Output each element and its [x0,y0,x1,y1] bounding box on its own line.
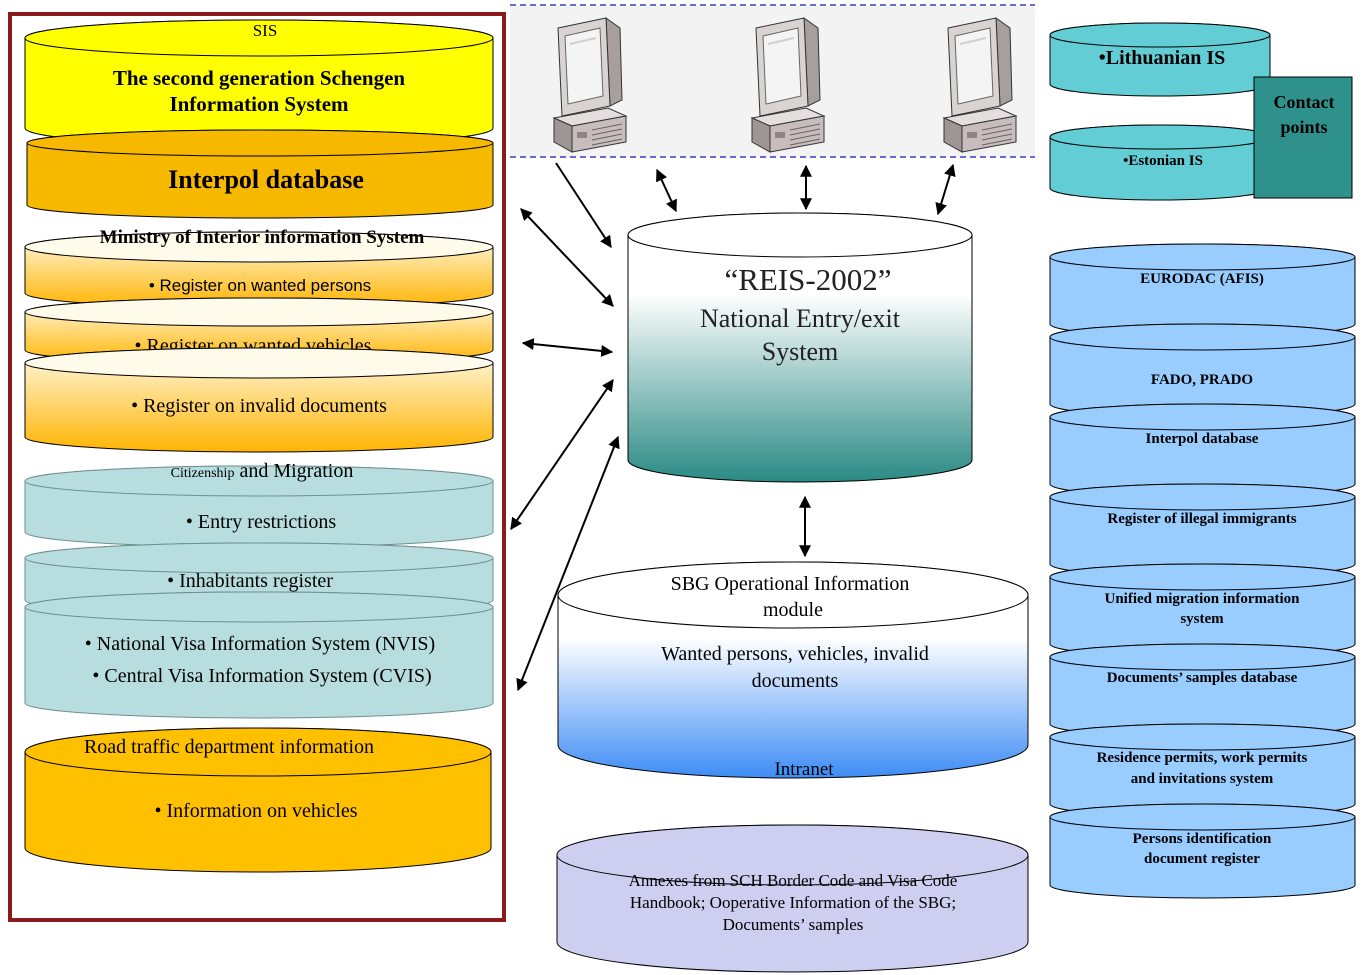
road-traffic-item: • Information on vehicles [154,800,357,822]
lithuanian-is-cylinder: •Lithuanian IS [1049,22,1271,97]
ministry-item: • Register on invalid documents [131,395,387,417]
network-label: Intranet [774,759,834,780]
reference-database-line: Handbook; Ooperative Information of the … [630,893,956,912]
database-label: Register of illegal immigrants [1107,511,1296,527]
sis-title-line: The second generation Schengen [113,66,406,90]
sbg-title: SBG Operational Information [671,573,910,595]
reis-subtitle: System [762,337,839,366]
reference-database-line: Documents’ samples [723,915,864,934]
bidirectional-arrow [520,208,614,307]
migration-item: • Inhabitants register [167,570,333,592]
bidirectional-arrow [516,435,620,692]
database-label: EURODAC (AFIS) [1140,271,1264,287]
bidirectional-arrow [656,168,677,213]
neighbour-systems: •Lithuanian IS •Estonian IS Contact poin… [1049,22,1353,201]
migration-item: • Entry restrictions [186,511,337,533]
computer-icon [553,17,627,153]
database-label: Residence permits, work permits [1097,750,1308,766]
database-label: Interpol database [1146,431,1259,447]
reis-subtitle: National Entry/exit [700,304,901,333]
sbg-module-cylinder: SBG Operational Information module Wante… [557,561,1029,780]
database-label: Persons identification [1133,831,1272,847]
database-label: and invitations system [1131,771,1274,787]
sis-cylinder: SIS The second generation Schengen Infor… [24,19,494,147]
lithuanian-is-label: •Lithuanian IS [1099,47,1226,69]
reference-database-cylinder: Annexes from SCH Border Code and Visa Co… [556,824,1029,973]
estonian-is-cylinder: •Estonian IS [1049,124,1271,201]
migration-item: • National Visa Information System (NVIS… [85,633,435,655]
sbg-content: Wanted persons, vehicles, invalid [661,643,929,665]
contact-points-label: points [1280,117,1327,137]
road-traffic-title: Road traffic department information [84,736,374,758]
database-label: Unified migration information [1105,591,1301,607]
external-databases-stack: EURODAC (AFIS) FADO, PRADO Interpol data… [1049,243,1356,899]
reis-title: “REIS-2002” [724,262,891,297]
estonian-is-label: •Estonian IS [1123,153,1203,169]
database-label: FADO, PRADO [1151,372,1253,388]
sbg-content: documents [752,670,839,692]
computer-icon [751,17,825,153]
ministry-item: • Register on wanted persons [149,276,371,295]
bidirectional-arrow [510,379,614,530]
ministry-title: Ministry of Interior information System [100,227,425,248]
interpol-cylinder: Interpol database [26,129,494,219]
sis-label: SIS [253,21,278,40]
database-label: Documents’ samples database [1107,670,1298,686]
sbg-title: module [763,599,823,621]
ministry-of-interior-stack: Ministry of Interior information System … [24,227,494,453]
workstations-band [510,4,1035,158]
reference-database-line: Annexes from SCH Border Code and Visa Co… [629,871,958,890]
interpol-title: Interpol database [168,165,364,194]
arrow [555,162,612,249]
connection-arrows [510,162,956,692]
contact-points-box: Contact points [1253,76,1353,199]
bidirectional-arrow [935,163,956,216]
road-traffic-cylinder: Road traffic department information • In… [24,727,492,873]
sis-title-line: Information System [169,92,349,116]
computer-icon [943,17,1017,153]
contact-points-label: Contact [1274,92,1335,112]
bidirectional-arrow [521,338,614,357]
database-label: system [1180,611,1224,627]
database-label: document register [1144,851,1260,867]
reis-cylinder: “REIS-2002” National Entry/exit System [627,212,973,483]
migration-item: • Central Visa Information System (CVIS) [92,665,431,687]
